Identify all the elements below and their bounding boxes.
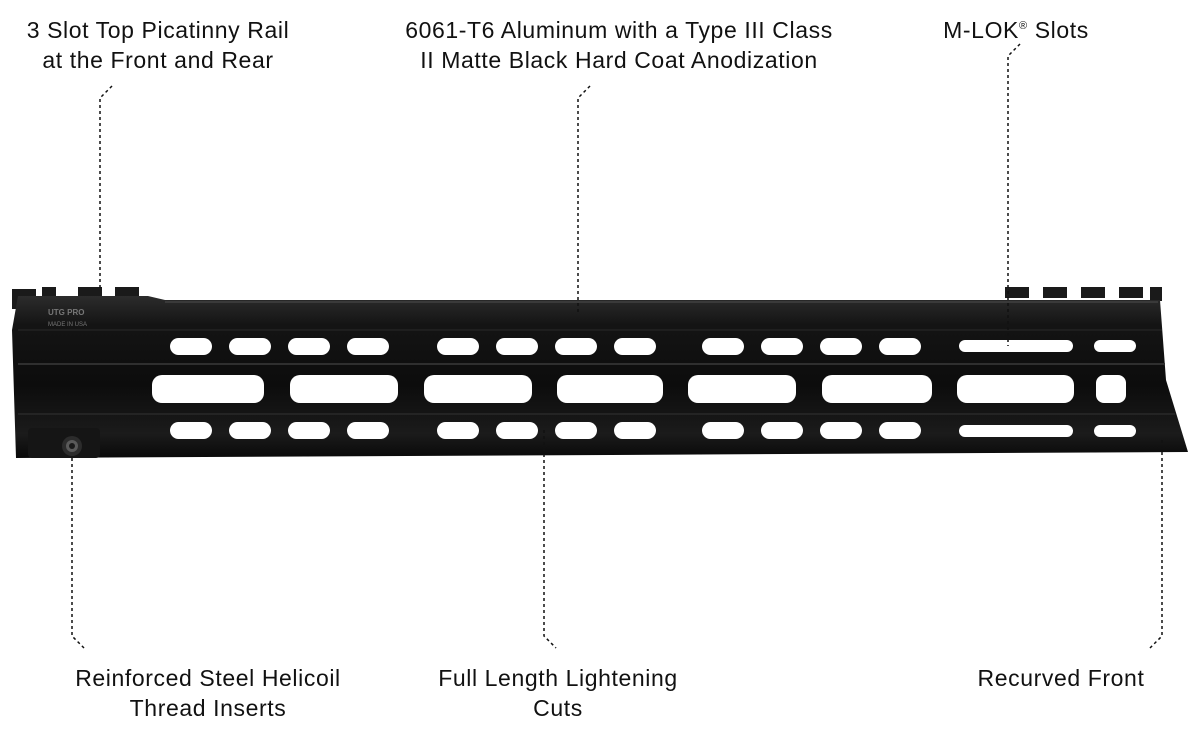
callout-picatinny-line1: 3 Slot Top Picatinny Rail bbox=[26, 17, 290, 43]
leader-picatinny bbox=[99, 85, 113, 290]
callout-aluminum: 6061-T6 Aluminum with a Type III Class I… bbox=[368, 15, 870, 75]
callout-lightening-line1: Full Length Lightening bbox=[438, 665, 678, 691]
leader-aluminum bbox=[577, 85, 591, 314]
callout-picatinny-line2: at the Front and Rear bbox=[42, 47, 274, 73]
callout-lightening-cuts: Full Length Lightening Cuts bbox=[412, 663, 704, 723]
mlok-slots-bottom bbox=[170, 422, 1136, 439]
callout-mlok-suffix: Slots bbox=[1027, 17, 1089, 43]
callout-mlok-slots: M-LOK® Slots bbox=[918, 15, 1114, 45]
callout-lightening-line2: Cuts bbox=[533, 695, 583, 721]
leader-recurved bbox=[1149, 440, 1163, 649]
picatinny-rail-front bbox=[1005, 287, 1162, 301]
callout-mlok-text: M-LOK bbox=[943, 17, 1019, 43]
callout-helicoil-line2: Thread Inserts bbox=[129, 695, 287, 721]
callout-aluminum-line1: 6061-T6 Aluminum with a Type III Class bbox=[405, 17, 833, 43]
leader-lines bbox=[71, 43, 1163, 649]
callout-helicoil: Reinforced Steel Helicoil Thread Inserts bbox=[52, 663, 364, 723]
handguard-rail: UTG PRO MADE IN USA bbox=[12, 287, 1188, 458]
registered-mark: ® bbox=[1019, 20, 1028, 32]
origin-engraving: MADE IN USA bbox=[48, 322, 87, 328]
mlok-slots-top bbox=[170, 338, 1136, 355]
callout-aluminum-line2: II Matte Black Hard Coat Anodization bbox=[420, 47, 818, 73]
leader-mlok bbox=[1007, 43, 1021, 346]
callout-recurved-line1: Recurved Front bbox=[977, 665, 1145, 691]
lightening-cuts-middle bbox=[152, 375, 1126, 403]
leader-helicoil bbox=[71, 458, 85, 649]
callout-helicoil-line1: Reinforced Steel Helicoil bbox=[75, 665, 341, 691]
callout-picatinny-rail: 3 Slot Top Picatinny Rail at the Front a… bbox=[0, 15, 316, 75]
leader-lightening bbox=[543, 430, 557, 649]
brand-engraving: UTG PRO bbox=[48, 308, 84, 317]
callout-recurved-front: Recurved Front bbox=[955, 663, 1167, 693]
helicoil-insert bbox=[28, 428, 100, 458]
